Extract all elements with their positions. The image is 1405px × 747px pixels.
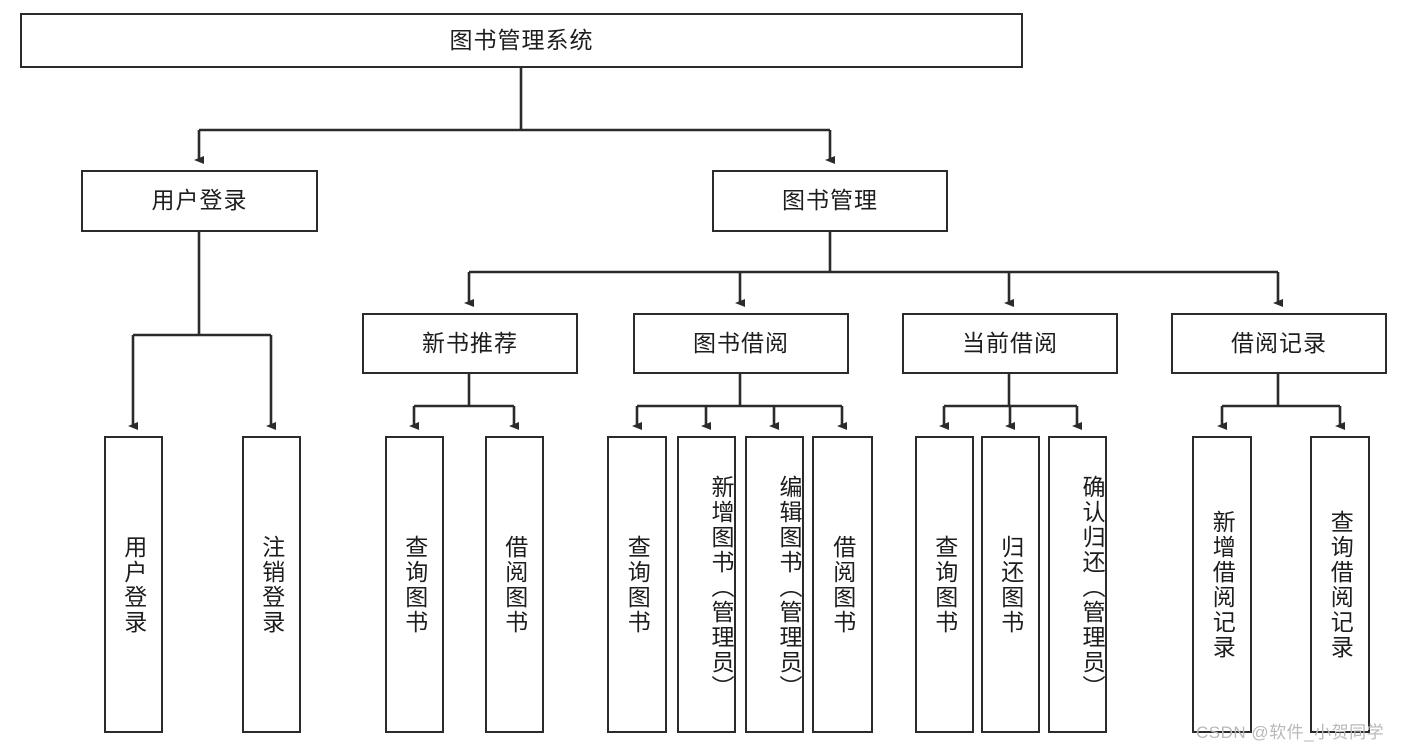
node-user-login[interactable]: 用户登录 [81, 170, 318, 232]
leaf-new-book-borrow[interactable]: 借阅图书 [485, 436, 544, 733]
node-root[interactable]: 图书管理系统 [20, 13, 1023, 68]
leaf-new-book-query[interactable]: 查询图书 [385, 436, 444, 733]
leaf-current-query-book[interactable]: 查询图书 [915, 436, 974, 733]
leaf-current-return-book[interactable]: 归还图书 [981, 436, 1040, 733]
node-current-borrow[interactable]: 当前借阅 [902, 313, 1118, 374]
leaf-user-login-logout[interactable]: 注销登录 [242, 436, 301, 733]
leaf-borrow-query-book[interactable]: 查询图书 [607, 436, 667, 733]
leaf-records-add-record[interactable]: 新增借阅记录 [1192, 436, 1252, 733]
node-new-book-recommend[interactable]: 新书推荐 [362, 313, 578, 374]
node-book-borrow[interactable]: 图书借阅 [633, 313, 849, 374]
leaf-user-login-login[interactable]: 用户登录 [104, 436, 163, 733]
leaf-borrow-borrow-book[interactable]: 借阅图书 [812, 436, 873, 733]
leaf-borrow-edit-book-admin[interactable]: 编辑图书（管理员） [745, 436, 804, 733]
leaf-current-confirm-return-admin[interactable]: 确认归还（管理员） [1048, 436, 1107, 733]
watermark-credit: CSDN @软件_小贺同学 [1196, 723, 1385, 742]
node-book-management[interactable]: 图书管理 [712, 170, 948, 232]
leaf-borrow-add-book-admin[interactable]: 新增图书（管理员） [677, 436, 736, 733]
node-borrow-records[interactable]: 借阅记录 [1171, 313, 1387, 374]
leaf-records-query-record[interactable]: 查询借阅记录 [1310, 436, 1370, 733]
